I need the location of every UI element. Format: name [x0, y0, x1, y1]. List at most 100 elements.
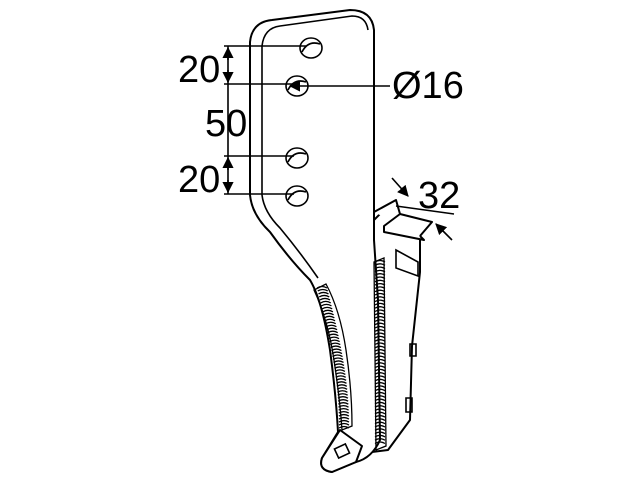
hatch-mark — [374, 441, 386, 445]
hatch-mark — [317, 288, 329, 292]
hatch-mark — [374, 315, 386, 319]
hatch-mark — [374, 266, 386, 270]
hatch-mark — [316, 285, 328, 289]
hatch-mark — [374, 438, 386, 441]
hatch-mark — [374, 319, 386, 322]
hatch-mark — [318, 291, 329, 295]
hatch-mark — [374, 355, 386, 359]
dim-hole-diameter: Ø16 — [392, 65, 464, 107]
hatch-mark — [374, 411, 386, 415]
hatch-mark — [374, 381, 386, 385]
hatch-mark — [374, 309, 386, 313]
hatch-mark — [374, 335, 386, 339]
hatch-mark — [336, 387, 348, 390]
hatch-mark — [374, 348, 386, 352]
hatch-mark — [374, 273, 386, 276]
hatch-mark — [322, 309, 334, 313]
hatch-mark — [374, 391, 386, 395]
hatch-mark — [374, 375, 386, 379]
hatch-mark — [374, 263, 386, 266]
hatch-mark — [332, 357, 344, 361]
hole-4 — [285, 185, 309, 207]
hatch-mark — [337, 393, 349, 396]
hatch-mark — [334, 366, 345, 369]
tine-blade — [249, 9, 433, 473]
hatch-mark — [374, 259, 386, 263]
hatch-mark — [374, 352, 386, 355]
hardfacing-right-hatching — [374, 259, 386, 445]
tine-plate-edge — [261, 15, 369, 47]
hatch-mark — [374, 269, 386, 273]
hatch-mark — [374, 312, 386, 316]
hatch-mark — [374, 276, 386, 280]
dim-top-spacing: 20 — [178, 49, 220, 91]
hatch-mark — [374, 362, 386, 365]
hatch-mark — [320, 300, 332, 304]
dim-bottom-spacing: 20 — [178, 159, 220, 201]
hole-1 — [299, 37, 323, 59]
hatch-mark — [325, 321, 337, 325]
hatch-mark — [330, 345, 342, 349]
hatch-mark — [374, 398, 386, 402]
hatch-mark — [324, 315, 335, 319]
tine-plate-side-edge — [261, 46, 319, 279]
hatch-mark — [335, 378, 347, 381]
hatch-mark — [374, 428, 386, 431]
fold-slot-small-1 — [409, 343, 417, 357]
dim-width: 32 — [418, 175, 460, 217]
hatch-mark — [338, 407, 349, 411]
hatch-mark — [374, 424, 386, 428]
hatch-mark — [336, 381, 347, 384]
hatch-mark — [374, 431, 386, 435]
hatch-mark — [374, 279, 386, 283]
hatch-mark — [321, 306, 333, 310]
hatch-mark — [318, 294, 330, 298]
hatch-mark — [329, 342, 341, 346]
hatch-mark — [374, 342, 386, 346]
hatch-mark — [328, 333, 339, 337]
dimension-lines — [222, 45, 455, 241]
hatch-mark — [374, 385, 386, 388]
hatch-mark — [374, 408, 386, 412]
hatch-mark — [374, 434, 386, 438]
hatch-mark — [374, 339, 386, 342]
hatch-mark — [374, 388, 386, 392]
hatch-mark — [323, 312, 334, 316]
hatch-mark — [374, 332, 386, 336]
hatch-mark — [331, 351, 343, 355]
hatch-mark — [331, 348, 342, 352]
hatch-mark — [374, 306, 386, 309]
hatch-mark — [333, 363, 345, 367]
hatch-mark — [338, 422, 350, 426]
hatch-mark — [324, 318, 336, 322]
hatch-mark — [374, 401, 386, 405]
hole-3 — [285, 147, 309, 169]
hatch-mark — [374, 296, 386, 299]
dim-middle-spacing: 50 — [205, 103, 247, 145]
hatch-mark — [334, 369, 346, 372]
hardfacing-left-outline — [313, 283, 353, 431]
hatch-mark — [321, 303, 332, 307]
hatch-mark — [326, 324, 337, 328]
hatch-mark — [374, 414, 386, 418]
hatch-mark — [374, 378, 386, 382]
hatch-mark — [332, 354, 343, 358]
hatch-mark — [374, 365, 386, 369]
hatch-mark — [337, 390, 348, 393]
hatch-mark — [338, 413, 350, 417]
hatch-mark — [374, 329, 386, 332]
hatch-mark — [374, 289, 386, 293]
hatch-mark — [319, 297, 331, 301]
hatch-mark — [374, 286, 386, 289]
hatch-mark — [374, 372, 386, 375]
hatch-mark — [374, 282, 386, 286]
hatch-mark — [329, 339, 340, 343]
hatch-mark — [374, 418, 386, 421]
hatch-mark — [328, 336, 340, 340]
hatch-mark — [335, 372, 346, 375]
hatch-mark — [337, 396, 349, 399]
fold-bracket — [373, 199, 425, 241]
hatch-mark — [326, 327, 338, 331]
hatch-mark — [374, 302, 386, 306]
